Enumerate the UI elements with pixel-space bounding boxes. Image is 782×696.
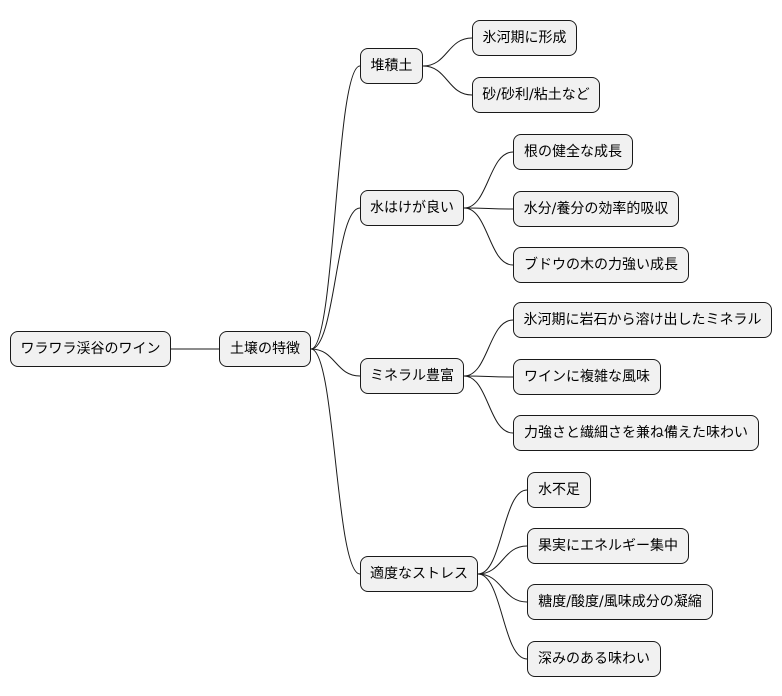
connector-line xyxy=(310,207,361,350)
connector-line xyxy=(310,348,361,377)
connector-line xyxy=(463,207,514,266)
leaf-node: 氷河期に形成 xyxy=(472,20,577,56)
leaf-node: 水分/養分の効率的吸収 xyxy=(513,191,679,227)
leaf-node: 力強さと繊細さを兼ね備えた味わい xyxy=(513,415,759,451)
branch-node-minerals: ミネラル豊富 xyxy=(360,358,464,394)
leaf-node: 水不足 xyxy=(527,472,591,508)
connector-line xyxy=(463,319,514,377)
connector-line xyxy=(463,375,514,434)
leaf-node: ワインに複雑な風味 xyxy=(513,359,661,395)
branch-node-drainage: 水はけが良い xyxy=(360,190,464,226)
leaf-node: ブドウの木の力強い成長 xyxy=(513,247,689,283)
connector-line xyxy=(310,348,361,575)
leaf-node: 果実にエネルギー集中 xyxy=(527,528,689,564)
branch-node-deposit-soil: 堆積土 xyxy=(360,48,423,84)
root-node: ワラワラ渓谷のワイン xyxy=(10,331,171,367)
connector-line xyxy=(422,37,473,67)
connector-line xyxy=(477,573,528,660)
connector-line xyxy=(422,65,473,96)
connector-line xyxy=(477,573,528,603)
connector-line xyxy=(477,489,528,575)
connector-line xyxy=(463,375,514,378)
topic-node: 土壌の特徴 xyxy=(219,331,311,367)
connector-line xyxy=(310,65,361,350)
leaf-node: 糖度/酸度/風味成分の凝縮 xyxy=(527,584,713,620)
connector-line xyxy=(463,151,514,209)
leaf-node: 根の健全な成長 xyxy=(513,134,633,170)
leaf-node: 氷河期に岩石から溶け出したミネラル xyxy=(513,302,772,338)
connector-line xyxy=(463,207,514,210)
leaf-node: 深みのある味わい xyxy=(527,641,661,677)
branch-node-stress: 適度なストレス xyxy=(360,556,478,592)
leaf-node: 砂/砂利/粘土など xyxy=(472,77,600,113)
connector-line xyxy=(477,545,528,575)
